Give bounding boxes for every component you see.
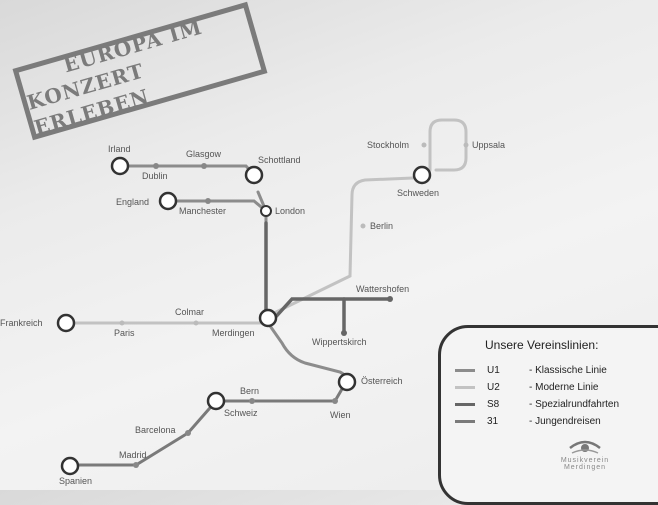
logo-emblem-icon <box>569 440 601 454</box>
station-dot-wippertskirch <box>341 330 347 336</box>
line-s8 <box>264 221 392 335</box>
label-madrid: Madrid <box>119 450 147 460</box>
legend-row-u2: U2 - Moderne Linie <box>455 379 658 396</box>
route-map: Irland Dublin Glasgow Schottland England… <box>0 118 505 486</box>
station-ring-schottland <box>244 165 264 185</box>
label-paris: Paris <box>114 328 135 338</box>
legend-title: Unsere Vereinslinien: <box>485 338 599 352</box>
label-spanien: Spanien <box>59 476 92 486</box>
legend-label-u2: - Moderne Linie <box>529 382 599 393</box>
station-ring-london <box>260 205 272 217</box>
label-glasgow: Glasgow <box>186 149 222 159</box>
station-dot-glasgow <box>201 163 207 169</box>
legend-code-u1: U1 <box>487 365 500 376</box>
station-dot-madrid <box>133 462 139 468</box>
label-colmar: Colmar <box>175 307 204 317</box>
station-ring-england <box>158 191 178 211</box>
legend-label-u1: - Klassische Linie <box>529 365 607 376</box>
legend-label-s8: - Spezialrundfahrten <box>529 399 620 410</box>
club-logo: Musikverein Merdingen <box>550 439 620 471</box>
station-dot-berlin <box>360 223 366 229</box>
label-berlin: Berlin <box>370 221 393 231</box>
minor-stations <box>119 142 469 468</box>
label-stockholm: Stockholm <box>367 140 409 150</box>
station-dot-uppsala <box>463 142 469 148</box>
label-schweden: Schweden <box>397 188 439 198</box>
legend-row-31: 31 - Jungendreisen <box>455 413 658 430</box>
station-dot-stockholm <box>421 142 427 148</box>
label-oesterreich: Österreich <box>361 376 403 386</box>
legend-box: Unsere Vereinslinien: U1 - Klassische Li… <box>438 325 658 505</box>
label-wien: Wien <box>330 410 351 420</box>
station-ring-schweiz <box>206 391 226 411</box>
label-merdingen: Merdingen <box>212 328 255 338</box>
station-ring-oesterreich <box>337 372 357 392</box>
label-schweiz: Schweiz <box>224 408 258 418</box>
legend-code-u2: U2 <box>487 382 500 393</box>
label-london: London <box>275 206 305 216</box>
station-dot-wattershofen <box>387 296 393 302</box>
legend-row-u1: U1 - Klassische Linie <box>455 362 658 379</box>
label-schottland: Schottland <box>258 155 301 165</box>
station-labels: Irland Dublin Glasgow Schottland England… <box>0 140 505 486</box>
station-dot-colmar <box>193 320 199 326</box>
legend-swatch-31 <box>455 420 475 423</box>
station-dot-bern <box>249 398 255 404</box>
label-uppsala: Uppsala <box>472 140 505 150</box>
station-ring-irland <box>110 156 130 176</box>
line-u1 <box>118 164 350 385</box>
label-irland: Irland <box>108 144 131 154</box>
station-dot-manchester <box>205 198 211 204</box>
station-dot-barcelona <box>185 430 191 436</box>
legend-swatch-u2 <box>455 386 475 389</box>
label-wippertskirch: Wippertskirch <box>312 337 367 347</box>
legend-row-s8: S8 - Spezialrundfahrten <box>455 396 658 413</box>
label-barcelona: Barcelona <box>135 425 176 435</box>
label-dublin: Dublin <box>142 171 168 181</box>
station-ring-spanien <box>60 456 80 476</box>
interchange-stations <box>56 156 432 476</box>
label-wattershofen: Wattershofen <box>356 284 409 294</box>
station-dot-wien <box>332 398 338 404</box>
legend-code-s8: S8 <box>487 399 500 410</box>
label-bern: Bern <box>240 386 259 396</box>
legend-label-31: - Jungendreisen <box>529 416 601 427</box>
label-england: England <box>116 197 149 207</box>
label-frankreich: Frankreich <box>0 318 43 328</box>
station-ring-merdingen <box>258 308 278 328</box>
legend-code-31: 31 <box>487 416 499 427</box>
label-manchester: Manchester <box>179 206 226 216</box>
legend-swatch-u1 <box>455 369 475 372</box>
station-dot-dublin <box>153 163 159 169</box>
station-dot-paris <box>119 320 125 326</box>
legend-swatch-s8 <box>455 403 475 406</box>
station-ring-schweden <box>412 165 432 185</box>
logo-line-2: Merdingen <box>563 464 607 471</box>
station-ring-frankreich <box>56 313 76 333</box>
logo-line-1: Musikverein <box>560 457 610 464</box>
